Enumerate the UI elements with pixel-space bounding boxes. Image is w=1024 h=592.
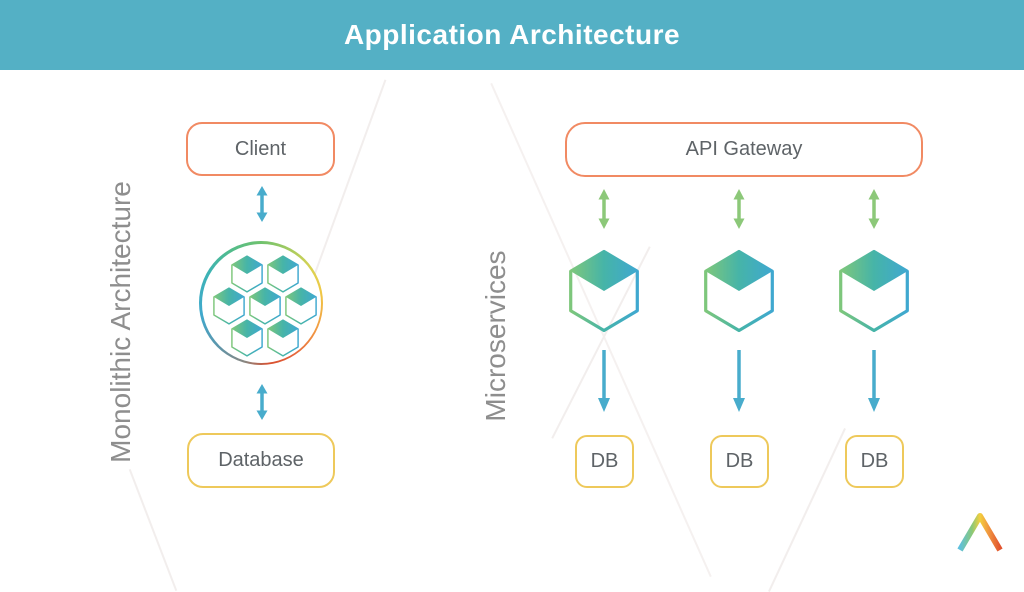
microservices-section-label: Microservices bbox=[480, 250, 511, 422]
header-bar: Application Architecture bbox=[0, 0, 1024, 70]
monolithic-section-label: Monolithic Architecture bbox=[105, 181, 136, 463]
double-arrow-icon bbox=[254, 384, 270, 420]
api-gateway-label: API Gateway bbox=[685, 138, 803, 160]
down-arrow-icon bbox=[733, 350, 745, 412]
double-arrow-icon bbox=[731, 189, 747, 229]
service-cube-icon bbox=[837, 249, 911, 333]
db-box: DB bbox=[575, 435, 634, 488]
double-arrow-icon bbox=[596, 189, 612, 229]
background-line bbox=[768, 428, 846, 592]
service-cube-icon bbox=[702, 249, 776, 333]
db-box: DB bbox=[710, 435, 769, 488]
down-arrow-icon bbox=[598, 350, 610, 412]
api-gateway-box: API Gateway bbox=[565, 122, 923, 177]
db-box-label: DB bbox=[725, 450, 754, 472]
db-box-label: DB bbox=[860, 450, 889, 472]
double-arrow-icon bbox=[254, 186, 270, 222]
gradient-caret-logo-icon bbox=[957, 513, 1003, 552]
page-title: Application Architecture bbox=[343, 19, 681, 50]
cube-icon bbox=[266, 319, 300, 357]
monolith-circle-icon bbox=[199, 241, 323, 365]
service-cube-icon bbox=[567, 249, 641, 333]
database-box: Database bbox=[187, 433, 335, 488]
down-arrow-icon bbox=[868, 350, 880, 412]
client-box: Client bbox=[186, 122, 335, 176]
monolith-circle-inner bbox=[201, 243, 321, 363]
database-box-label: Database bbox=[218, 449, 304, 471]
background-line bbox=[128, 468, 178, 592]
db-box-label: DB bbox=[590, 450, 619, 472]
cube-icon bbox=[230, 319, 264, 357]
client-box-label: Client bbox=[234, 137, 287, 160]
db-box: DB bbox=[845, 435, 904, 488]
double-arrow-icon bbox=[866, 189, 882, 229]
